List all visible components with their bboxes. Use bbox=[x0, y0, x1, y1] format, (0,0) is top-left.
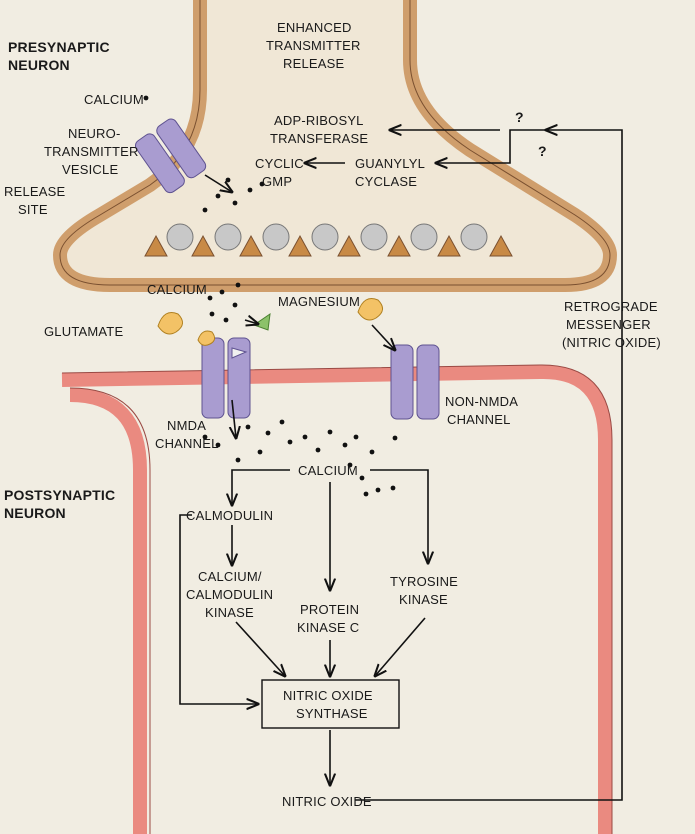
vesicle-label-3: VESICLE bbox=[62, 162, 118, 177]
camk-label-2: CALMODULIN bbox=[186, 587, 273, 602]
calcium-mid-label: CALCIUM bbox=[147, 282, 207, 297]
tyrosine-kinase-label-2: KINASE bbox=[399, 592, 448, 607]
vesicle-label-2: TRANSMITTER bbox=[44, 144, 139, 159]
vesicle-icon bbox=[460, 223, 488, 251]
guanylyl-label-2: CYCLASE bbox=[355, 174, 417, 189]
release-site-icon bbox=[144, 234, 168, 257]
nos-label: NITRIC OXIDE bbox=[283, 688, 373, 703]
postsynaptic-label: POSTSYNAPTIC bbox=[4, 487, 115, 503]
enhanced-release-label-3: RELEASE bbox=[283, 56, 345, 71]
calcium-channel-icon bbox=[134, 118, 207, 194]
vesicles bbox=[166, 223, 488, 251]
postsynaptic-membrane-edge bbox=[61, 364, 613, 834]
glutamate-label: GLUTAMATE bbox=[44, 324, 123, 339]
nitric-oxide-label: NITRIC OXIDE bbox=[282, 794, 372, 809]
enhanced-release-label-2: TRANSMITTER bbox=[266, 38, 361, 53]
enhanced-release-label: ENHANCED bbox=[277, 20, 352, 35]
nos-label-2: SYNTHASE bbox=[296, 706, 368, 721]
question-mark-2: ? bbox=[538, 143, 547, 159]
release-site-icon bbox=[239, 234, 263, 257]
retrograde-label: RETROGRADE bbox=[564, 299, 658, 314]
tyrosine-kinase-label: TYROSINE bbox=[390, 574, 458, 589]
question-mark-1: ? bbox=[515, 109, 524, 125]
vesicle-icon bbox=[311, 223, 339, 251]
nmda-channel-icon bbox=[201, 337, 251, 419]
vesicle-icon bbox=[166, 223, 194, 251]
release-sites bbox=[144, 234, 513, 257]
presynaptic-membrane-edge bbox=[59, 0, 611, 286]
vesicle-icon bbox=[360, 223, 388, 251]
presynaptic-neuron bbox=[53, 0, 617, 292]
release-site-icon bbox=[489, 234, 513, 257]
camk-label-3: KINASE bbox=[205, 605, 254, 620]
cyclic-gmp-label: CYCLIC bbox=[255, 156, 304, 171]
nos-box bbox=[261, 679, 400, 729]
guanylyl-label: GUANYLYL bbox=[355, 156, 425, 171]
vesicle-icon bbox=[410, 223, 438, 251]
magnesium-icon bbox=[252, 312, 271, 331]
postsynaptic-label-2: NEURON bbox=[4, 505, 66, 521]
vesicle-label: NEURO- bbox=[68, 126, 120, 141]
retrograde-label-3: (NITRIC OXIDE) bbox=[562, 335, 661, 350]
nmda-label-2: CHANNEL bbox=[155, 436, 219, 451]
glutamate-icon bbox=[157, 312, 183, 335]
retrograde-label-2: MESSENGER bbox=[566, 317, 651, 332]
calcium-post-label: CALCIUM bbox=[298, 463, 358, 478]
release-site-label: RELEASE bbox=[4, 184, 66, 199]
vesicle-icon bbox=[214, 223, 242, 251]
pathway-arrows bbox=[179, 130, 623, 801]
cyclic-gmp-label-2: GMP bbox=[262, 174, 292, 189]
pkc-label-2: KINASE C bbox=[297, 620, 359, 635]
postsynaptic-membrane-top bbox=[61, 364, 612, 834]
release-site-icon bbox=[437, 234, 461, 257]
vesicle-icon bbox=[262, 223, 290, 251]
pkc-label: PROTEIN bbox=[300, 602, 359, 617]
calcium-ions-synaptic bbox=[207, 282, 241, 323]
release-site-label-2: SITE bbox=[18, 202, 48, 217]
postsynaptic-neuron bbox=[61, 282, 613, 834]
magnesium-label: MAGNESIUM bbox=[278, 294, 360, 309]
calmodulin-label: CALMODULIN bbox=[186, 508, 273, 523]
release-site-icon bbox=[337, 234, 361, 257]
camk-label: CALCIUM/ bbox=[198, 569, 262, 584]
non-nmda-channel-icon bbox=[390, 344, 440, 420]
calcium-ions-post bbox=[202, 419, 398, 497]
glutamate-icon bbox=[197, 330, 216, 346]
adp-label-2: TRANSFERASE bbox=[270, 131, 368, 146]
glutamate-icon bbox=[357, 298, 383, 321]
release-site-icon bbox=[387, 234, 411, 257]
nmda-label: NMDA bbox=[167, 418, 206, 433]
release-site-icon bbox=[191, 234, 215, 257]
calcium-top-label: CALCIUM bbox=[84, 92, 144, 107]
adp-label: ADP-RIBOSYL bbox=[274, 113, 364, 128]
non-nmda-label-2: CHANNEL bbox=[447, 412, 511, 427]
presynaptic-label-2: NEURON bbox=[8, 57, 70, 73]
release-site-icon bbox=[288, 234, 312, 257]
postsynaptic-membrane bbox=[69, 388, 147, 834]
presynaptic-label: PRESYNAPTIC bbox=[8, 39, 110, 55]
non-nmda-label: NON-NMDA bbox=[445, 394, 518, 409]
